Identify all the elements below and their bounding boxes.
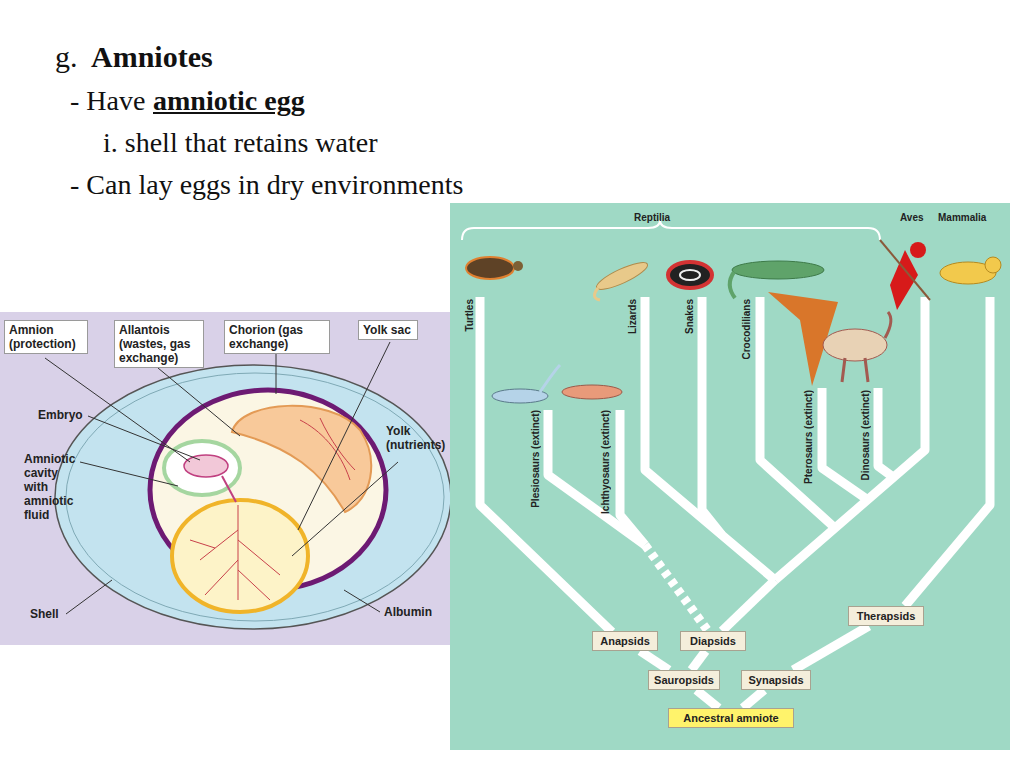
part-label: Shell xyxy=(30,607,59,621)
branch xyxy=(775,297,925,580)
taxon-label: Snakes xyxy=(684,299,695,334)
tree-branch xyxy=(696,690,718,708)
branch xyxy=(878,388,893,477)
cat-head xyxy=(985,257,1001,273)
branch-line xyxy=(793,626,869,670)
dinosaur-icon xyxy=(823,329,887,361)
callout-box: Amnion (protection) xyxy=(4,320,88,354)
box-text: Therapsids xyxy=(853,609,919,623)
taxon-label: Ichthyosaurs (extinct) xyxy=(600,410,611,514)
bullet-text: - Have xyxy=(70,85,145,117)
turtle-head xyxy=(513,261,523,271)
turtle-icon xyxy=(466,257,514,279)
clade-label: Mammalia xyxy=(938,212,986,223)
clade-box: Therapsids xyxy=(848,606,924,626)
part-label: Albumin xyxy=(384,605,432,619)
branch xyxy=(702,297,722,535)
callout-box: Chorion (gas exchange) xyxy=(224,320,330,354)
box-text: Ancestral amniote xyxy=(673,711,789,725)
plesiosaur-neck xyxy=(540,365,560,392)
clade-box: Synapsids xyxy=(741,670,811,690)
tree-panel xyxy=(450,203,1010,750)
box-text: Synapsids xyxy=(746,673,806,687)
box-text: Chorion (gas exchange) xyxy=(229,323,325,351)
clade-label: Aves xyxy=(900,212,924,223)
taxon-label: Plesiosaurs (extinct) xyxy=(530,410,541,508)
list-marker: g. xyxy=(55,40,78,74)
slide-title: Amniotes xyxy=(91,40,213,74)
clade-bracket xyxy=(462,220,880,240)
dinosaur-limbs xyxy=(842,312,891,382)
clade-box: Diapsids xyxy=(680,631,746,651)
taxon-label: Turtles xyxy=(464,299,475,332)
crocodile-tail xyxy=(730,272,735,298)
taxon-label: Crocodilians xyxy=(741,299,752,360)
leader-lines xyxy=(45,342,398,614)
clade-box: Sauropsids xyxy=(648,670,720,690)
embryo-shape xyxy=(184,455,228,477)
leader-line xyxy=(158,368,240,436)
shell-membrane xyxy=(66,373,444,621)
callout-box: Allantois (wastes, gas exchange) xyxy=(114,320,204,368)
tree-branch xyxy=(743,690,764,708)
bullet-text: i. shell that retains water xyxy=(103,127,377,159)
key-term: amniotic egg xyxy=(153,85,305,117)
yolk-vessels xyxy=(190,505,280,600)
crocodile-icon xyxy=(732,261,824,279)
leader-line xyxy=(66,580,112,614)
leader-line xyxy=(344,590,380,612)
leader-line xyxy=(298,342,390,530)
egg-panel xyxy=(0,312,455,645)
lizard-tail xyxy=(594,288,600,300)
snake-icon xyxy=(668,262,712,288)
bullet-text: - Can lay eggs in dry environments xyxy=(70,169,463,201)
egg-shell xyxy=(55,365,451,629)
twig xyxy=(880,240,930,300)
snake-coil xyxy=(680,270,700,280)
ichthyosaur-icon xyxy=(562,385,622,399)
tree-branch xyxy=(691,651,705,670)
branch-line xyxy=(743,690,764,708)
tree-branch xyxy=(640,651,669,670)
leader-line xyxy=(88,416,200,460)
leader-line xyxy=(292,462,398,556)
leader-line xyxy=(80,462,178,486)
root-box: Ancestral amniote xyxy=(668,708,794,728)
dashed-branch xyxy=(645,545,708,631)
yolk-sac xyxy=(172,500,308,612)
taxon-label: Lizards xyxy=(627,299,638,334)
part-label: Amniotic cavity with amniotic fluid xyxy=(24,452,82,522)
leader-line xyxy=(276,354,277,394)
tree-branch xyxy=(793,626,869,670)
lizard-icon xyxy=(594,258,651,294)
cardinal-head xyxy=(910,242,926,258)
yolk-stalk xyxy=(222,476,236,502)
taxon-label: Dinosaurs (extinct) xyxy=(860,390,871,481)
tree-branches xyxy=(480,297,990,632)
branch xyxy=(548,410,645,545)
box-text: Allantois (wastes, gas exchange) xyxy=(119,323,199,365)
box-text: Sauropsids xyxy=(653,673,715,687)
branch-line xyxy=(640,651,669,670)
box-text: Yolk sac xyxy=(363,323,413,337)
branch-line xyxy=(696,690,718,708)
box-text: Anapsids xyxy=(597,634,653,648)
box-text: Amnion (protection) xyxy=(9,323,83,351)
branch xyxy=(722,580,775,631)
part-label: Yolk (nutrients) xyxy=(386,424,458,452)
branch xyxy=(905,297,990,606)
callout-box: Yolk sac xyxy=(358,320,418,340)
clade-box: Anapsids xyxy=(592,631,658,651)
allantois-sac xyxy=(232,406,371,512)
part-label: Embryo xyxy=(38,408,83,422)
taxon-label: Pterosaurs (extinct) xyxy=(803,390,814,484)
clade-label: Reptilia xyxy=(634,212,670,223)
box-text: Diapsids xyxy=(685,634,741,648)
branch-line xyxy=(691,651,705,670)
